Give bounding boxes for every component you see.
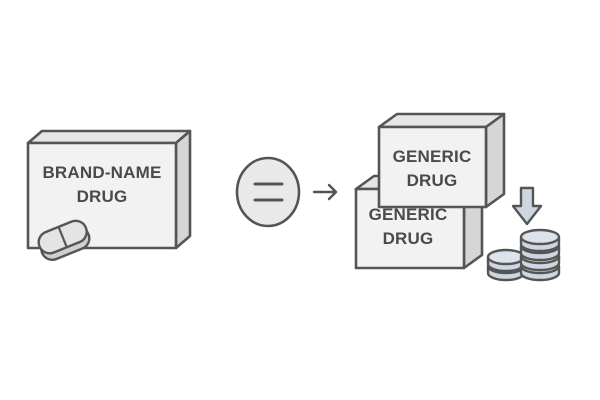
generic-top-label-line2: DRUG — [407, 171, 458, 190]
generic-top-top-face — [377, 112, 506, 129]
brand-box-label-line1: BRAND-NAME — [42, 163, 161, 182]
generic-top-label-line1: GENERIC — [393, 147, 472, 166]
pill-icon — [37, 219, 91, 261]
down-arrow-shape — [511, 186, 543, 226]
generic-top-front-face — [377, 125, 488, 209]
brand-box-top-face — [26, 129, 192, 145]
brand-box-side-face — [174, 129, 192, 250]
equals-icon — [235, 156, 301, 228]
generic-drug-box-top: GENERIC DRUG — [377, 112, 506, 209]
coin-stack-icon — [486, 228, 561, 282]
generic-bottom-label-line1: GENERIC — [369, 205, 448, 224]
arrow-down-icon — [511, 186, 543, 226]
generic-bottom-label-line2: DRUG — [383, 229, 434, 248]
coin-stack-small — [486, 248, 526, 282]
arrow-right-icon — [312, 183, 338, 201]
arrow-head — [327, 183, 338, 201]
brand-box-label-line2: DRUG — [77, 187, 128, 206]
coin-stack-tall — [519, 228, 561, 282]
pill-seam — [57, 226, 68, 248]
generic-top-side-face — [484, 112, 506, 209]
equals-circle — [235, 156, 301, 228]
coin — [519, 228, 561, 246]
coin — [486, 248, 526, 266]
